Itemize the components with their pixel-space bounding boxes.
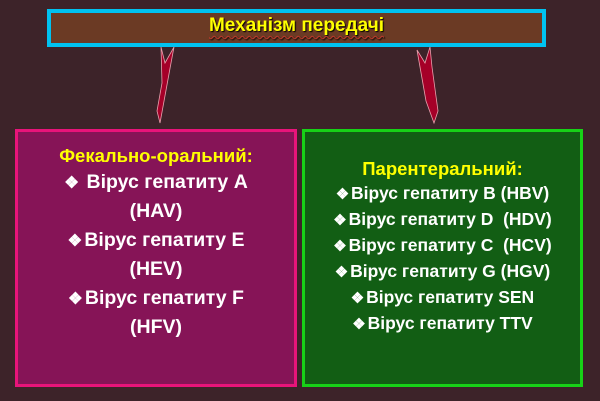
list-item: ❖Вірус гепатиту В (HBV)	[335, 183, 550, 203]
arrow-down-left-icon	[156, 47, 175, 124]
arrow-down-right-icon	[416, 47, 439, 125]
fecal-oral-box: Фекально-оральний: ❖ Вірус гепатиту А (H…	[15, 129, 297, 387]
diamond-bullet-icon: ❖	[352, 317, 366, 333]
parenteral-heading: Парентеральний:	[362, 158, 523, 179]
list-item-continuation: (HFV)	[130, 316, 182, 338]
diamond-bullet-icon: ❖	[335, 187, 350, 203]
fecal-oral-heading: Фекально-оральний:	[59, 145, 253, 166]
list-item: ❖Вірус гепатиту TTV	[352, 313, 533, 333]
diagram-title: Механізм передачі	[208, 15, 385, 36]
diamond-bullet-icon: ❖	[350, 291, 365, 307]
list-item: ❖Вірус гепатиту D (HDV)	[333, 209, 552, 229]
diamond-bullet-icon: ❖	[333, 213, 347, 229]
list-item: ❖Вірус гепатиту С (HCV)	[333, 235, 552, 255]
list-item: ❖Вірус гепатиту SEN	[350, 287, 535, 307]
title-banner: Механізм передачі	[47, 9, 546, 47]
diamond-bullet-icon: ❖	[67, 231, 83, 250]
diamond-bullet-icon: ❖	[64, 173, 80, 192]
diamond-bullet-icon: ❖	[333, 239, 347, 255]
diamond-bullet-icon: ❖	[334, 265, 349, 281]
diamond-bullet-icon: ❖	[68, 289, 83, 308]
list-item-continuation: (HEV)	[129, 258, 183, 280]
parenteral-box: Парентеральний: ❖Вірус гепатиту В (HBV) …	[302, 129, 583, 387]
list-item: ❖Вірус гепатиту Е	[67, 229, 245, 251]
list-item: ❖Вірус гепатиту F	[68, 287, 244, 309]
list-item: ❖Вірус гепатиту G (HGV)	[334, 261, 551, 281]
list-item: ❖ Вірус гепатиту А	[64, 171, 248, 193]
list-item-continuation: (HAV)	[129, 200, 183, 222]
